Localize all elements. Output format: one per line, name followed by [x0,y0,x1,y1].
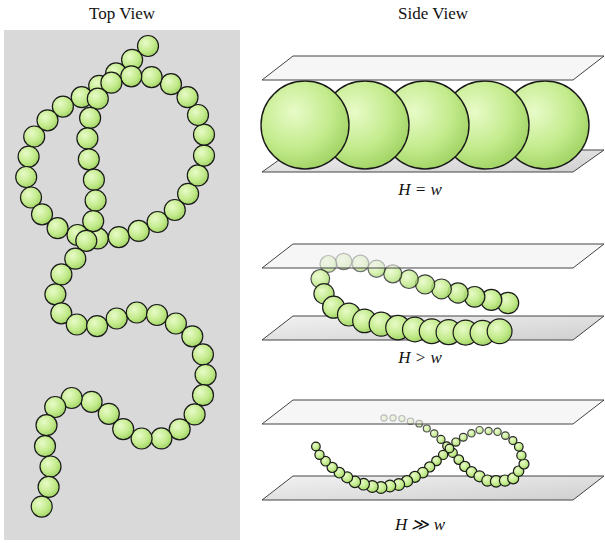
bead [312,442,321,451]
bead [131,428,152,449]
view-heading: Top View [89,4,155,24]
bead [178,183,199,204]
bead [187,165,208,186]
bead [485,427,492,434]
top-plate [262,56,604,80]
bead [494,428,501,435]
bead [51,264,72,285]
bead [509,437,517,445]
bead [194,145,215,166]
bead [66,314,87,335]
bead [83,211,104,232]
bead [431,430,438,437]
bead [182,326,203,347]
bead [452,438,460,446]
bead [192,344,213,365]
bead [126,302,147,323]
bead [87,88,108,109]
view-heading: Side View [398,4,468,24]
top-view-panel [4,30,240,540]
bead [24,126,45,147]
top-plate [262,400,604,424]
bead [194,124,215,145]
bead [147,305,168,326]
bead [161,74,182,95]
bead [83,169,104,190]
bead [18,146,39,167]
bead [35,436,56,457]
bead [128,220,149,241]
bead [45,284,66,305]
bead [517,451,526,460]
bead [423,425,430,432]
bead [31,496,52,517]
top-plate [262,244,604,268]
bead [151,428,172,449]
bead [80,107,101,128]
bead [108,227,129,248]
bead [476,427,483,434]
condition-label: H ≫ w [395,515,445,535]
bead [502,432,510,440]
bead [85,190,106,211]
bead [16,167,37,188]
bead [106,308,127,329]
bead [141,67,162,88]
bead [468,430,475,437]
bead [77,128,98,149]
bead [121,66,142,87]
bead [87,316,108,337]
bead [487,319,512,344]
bead [76,230,97,251]
condition-label: H = w [398,180,442,200]
top-view-chain [16,36,216,518]
side-chain-narrow [312,415,529,494]
bead [78,149,99,170]
bead [459,433,467,441]
bead [315,450,324,459]
bead [36,415,57,436]
bead [437,435,445,443]
bead [40,456,61,477]
bead [400,270,419,289]
bead [38,476,59,497]
bead [81,391,102,412]
bead [47,218,68,239]
condition-label: H > w [398,348,442,368]
side-chain-wide [261,81,589,169]
bead [193,385,214,406]
bottom-plate [262,476,604,500]
bead [195,364,216,385]
bead [261,81,349,169]
